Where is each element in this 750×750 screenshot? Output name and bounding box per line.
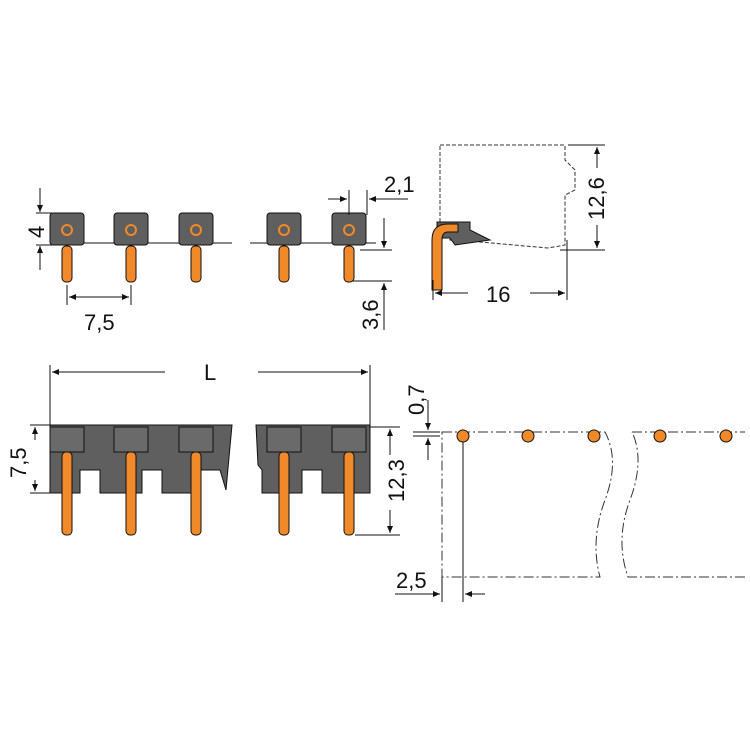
- dim-total-height-12-3: 12,3: [384, 459, 409, 502]
- pin-hole-icon: [61, 224, 73, 236]
- top-housing-block: [178, 212, 214, 246]
- dim-hole-offset-0-7: 0,7: [404, 384, 429, 415]
- front-pin: [343, 451, 355, 536]
- pin-hole-icon: [125, 224, 137, 236]
- top-dimensions: 4 7,5 2,1 3,6: [24, 172, 415, 335]
- footprint-outline-left: [441, 431, 613, 578]
- top-pin: [125, 245, 137, 283]
- footprint-hole-icon: [719, 429, 733, 443]
- top-housing-block: [49, 212, 85, 246]
- front-pin: [278, 451, 290, 536]
- dim-offset-2-1: 2,1: [384, 172, 415, 197]
- footprint-hole-icon: [653, 429, 667, 443]
- footprint-view: 0,7 2,5: [395, 384, 745, 602]
- top-pin: [278, 245, 290, 283]
- pin-hole-icon: [343, 224, 355, 236]
- front-pin-socket: [178, 426, 214, 453]
- footprint-hole-icon: [587, 429, 601, 443]
- dim-depth-16: 16: [486, 282, 510, 307]
- footprint-outline-right: [621, 431, 745, 578]
- top-pin: [190, 245, 202, 283]
- top-housing-block: [266, 212, 302, 246]
- dim-height-4: 4: [24, 226, 49, 238]
- front-pin: [125, 451, 137, 536]
- footprint-hole-icon: [521, 429, 535, 443]
- front-pin-socket: [266, 426, 302, 453]
- top-pin: [61, 245, 73, 283]
- front-pin-socket: [49, 426, 85, 453]
- top-housing-block: [331, 212, 367, 246]
- dim-pitch-7-5: 7,5: [84, 310, 115, 335]
- front-dimensions: L 7,5 12,3: [6, 360, 409, 536]
- dim-length-L: L: [204, 360, 216, 385]
- footprint-hole-icon: [456, 429, 470, 443]
- pin-hole-icon: [190, 224, 202, 236]
- dim-edge-2-5: 2,5: [396, 568, 427, 593]
- front-pin-socket: [331, 426, 367, 453]
- top-view: [49, 212, 376, 283]
- top-housing-block: [113, 212, 149, 246]
- dim-height-12-6: 12,6: [584, 177, 609, 220]
- dim-body-height-7-5: 7,5: [6, 447, 31, 478]
- front-pin: [61, 451, 73, 536]
- front-pin: [190, 451, 202, 536]
- dim-pin-length-3-6: 3,6: [358, 299, 383, 330]
- pin-hole-icon: [278, 224, 290, 236]
- front-view: [49, 424, 371, 536]
- top-pin: [343, 245, 355, 283]
- front-pin-socket: [113, 426, 149, 453]
- side-view: 12,6 16: [431, 144, 609, 307]
